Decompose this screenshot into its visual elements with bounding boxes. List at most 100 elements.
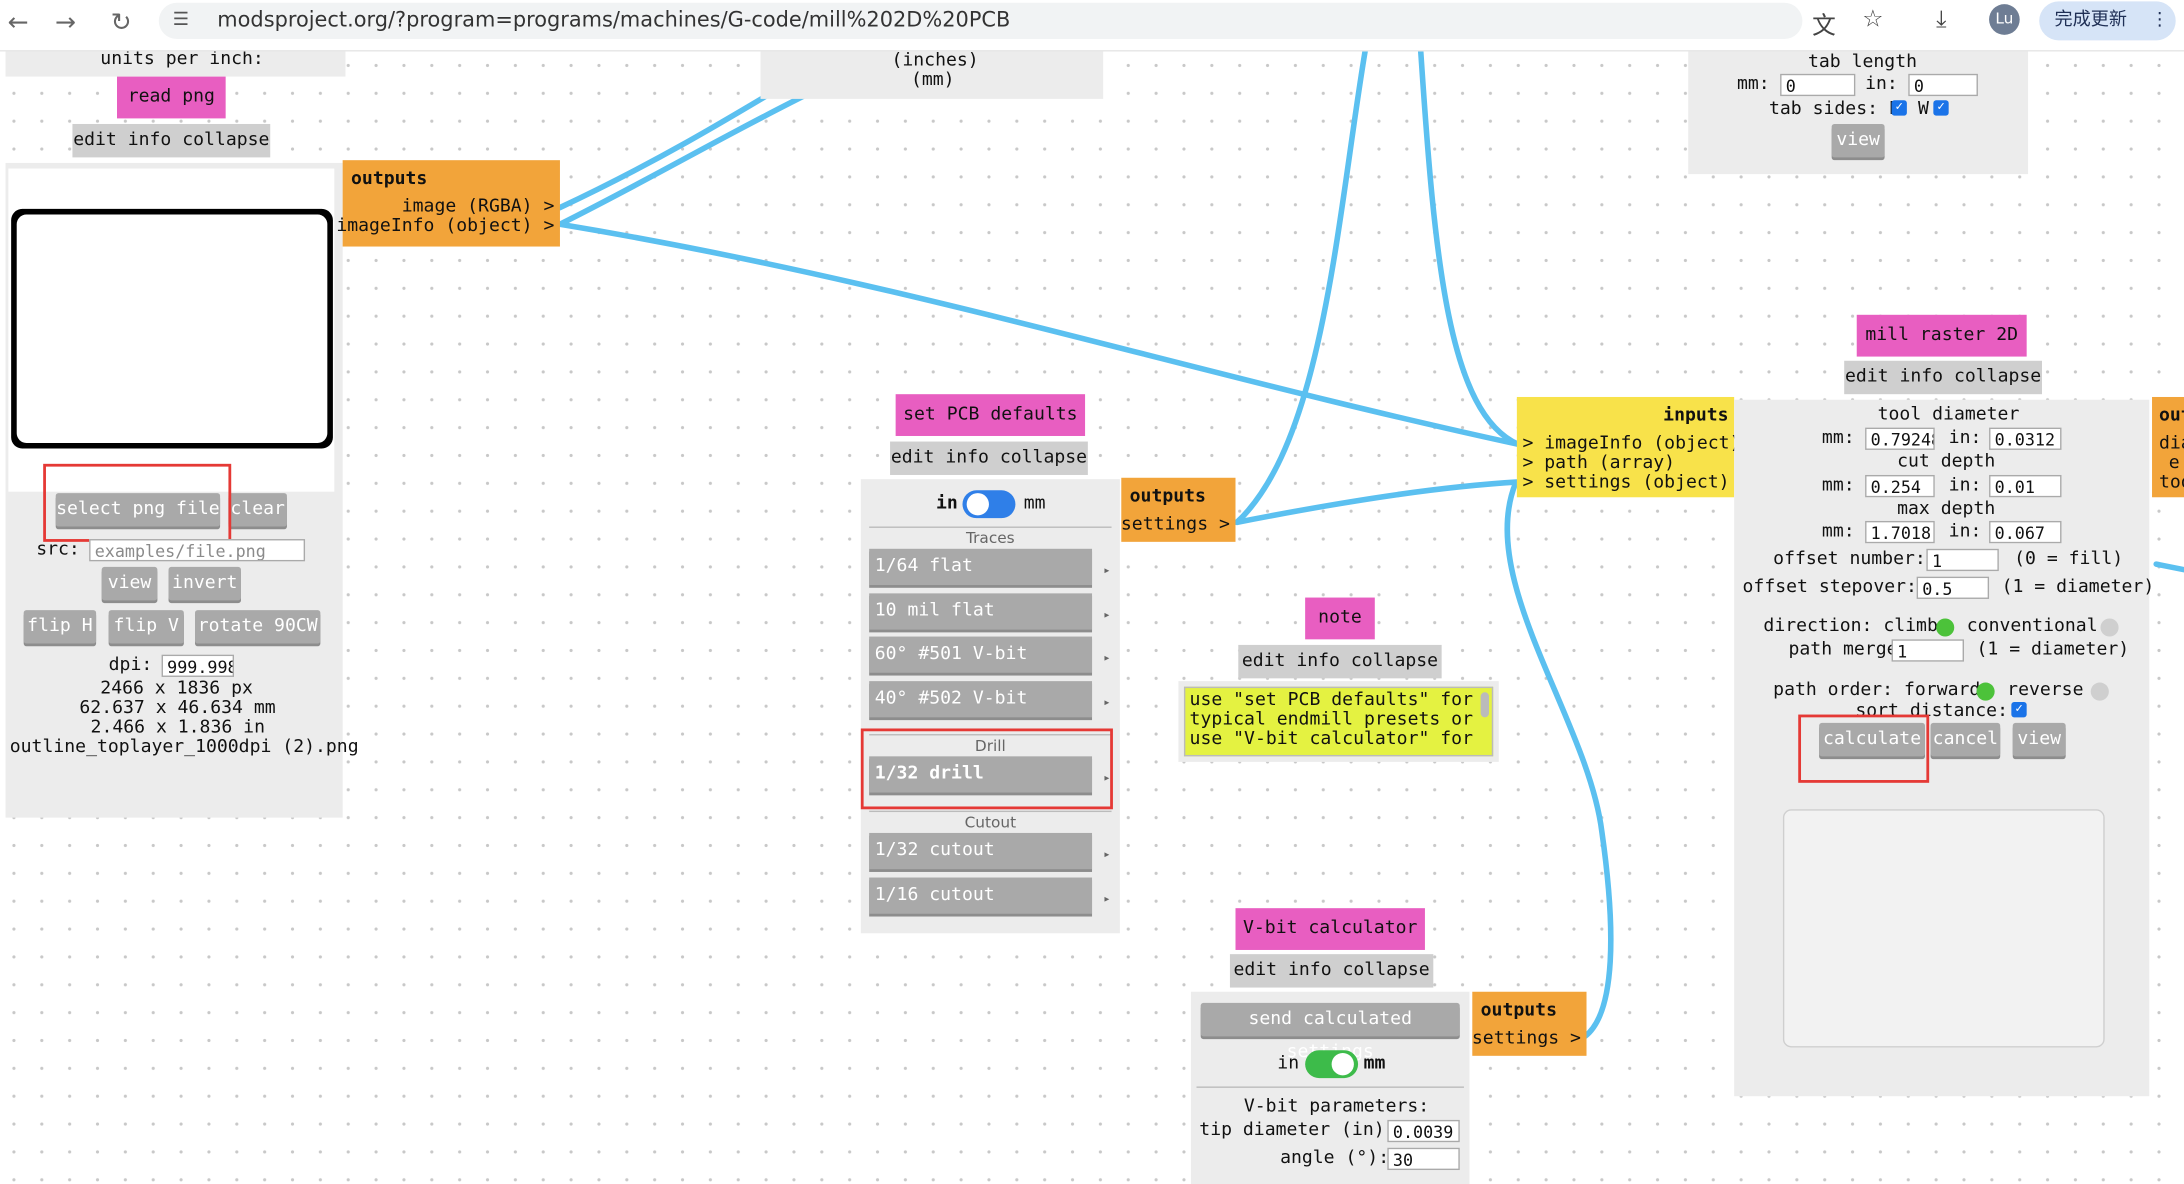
path-merge-input[interactable]: 1 [1891,639,1964,662]
mill-raster-body: tool diameter mm: 0.79248 in: 0.0312 cut… [1734,399,2154,1097]
input-imageinfo[interactable]: > imageInfo (object) [1522,433,1741,455]
direction-climb-radio[interactable] [1936,618,1955,637]
dpi-input[interactable]: 999.998 [161,654,235,677]
tab-side-w-checkbox[interactable]: ✓ [1933,100,1949,116]
select-png-file-button[interactable]: select png file [55,493,221,527]
url-text[interactable]: modsproject.org/?program=programs/machin… [217,6,1011,33]
browser-toolbar: ← → ↻ ☰ modsproject.org/?program=program… [0,0,2184,52]
in-size: 2.466 x 1.836 in [90,717,265,739]
tab-mm-input[interactable]: 0 [1780,73,1856,97]
max-depth-in-input[interactable]: 0.067 [1989,520,2062,544]
vbit-units-toggle[interactable] [1305,1050,1359,1079]
outputs-title: outputs [1129,486,1206,508]
cutout-1-16-button[interactable]: 1/16 cutout [869,877,1093,914]
note-body: use "set PCB defaults" for typical endmi… [1178,681,1499,762]
download-icon[interactable]: ⤓ [1936,5,1947,34]
pcb-toggle-mm: mm [1023,493,1046,514]
more-menu-icon[interactable]: ⋮ [2150,9,2169,31]
mill-raster-menu[interactable]: edit info collapse [1844,360,2042,395]
trace-60-vbit-button[interactable]: 60° #501 V-bit [869,636,1093,673]
set-pcb-defaults-title[interactable]: set PCB defaults [895,394,1086,436]
path-merge-label: path merge: [1788,639,1909,661]
profile-avatar[interactable]: Lu [1989,4,2020,35]
read-png-title[interactable]: read png [117,76,226,119]
pcb-defaults-outputs: outputs settings > [1120,477,1236,542]
tab-side-e-checkbox[interactable]: ✓ [1891,100,1907,116]
update-button[interactable]: 完成更新⋮ [2039,1,2176,41]
flip-v-button[interactable]: flip V [108,610,184,644]
max-depth-mm-input[interactable]: 1.7018 [1865,520,1935,544]
cancel-button[interactable]: cancel [1930,722,2001,757]
read-png-menu[interactable]: edit info collapse [72,123,271,158]
angle-input[interactable]: 30 [1387,1147,1460,1171]
cut-depth-label: cut depth [1897,451,1996,473]
src-input[interactable]: examples/file.png [89,539,306,562]
tool-diameter-mm-input[interactable]: 0.79248 [1865,427,1935,450]
tabs-view-button[interactable]: view [1831,123,1885,158]
translate-icon[interactable]: 文 [1812,12,1836,41]
trace-10-mil-flat-button[interactable]: 10 mil flat [869,593,1093,630]
offset-number-input[interactable]: 1 [1926,548,1999,572]
reload-icon[interactable]: ↻ [110,8,132,38]
conventional-label: conventional [1966,615,2098,637]
calculate-button[interactable]: calculate [1819,722,1925,757]
clear-button[interactable]: clear [228,493,287,527]
address-bar[interactable] [158,2,1803,40]
rotate-90cw-button[interactable]: rotate 90CW [195,610,321,644]
invert-button[interactable]: invert [168,566,241,601]
site-settings-icon[interactable]: ☰ [172,9,189,31]
output-settings[interactable]: settings > [1471,1027,1581,1049]
direction-conventional-radio[interactable] [2100,618,2119,637]
back-icon[interactable]: ← [7,8,29,38]
note-scrollbar[interactable] [1480,692,1490,718]
pcb-units-toggle[interactable] [962,490,1016,519]
tip-diameter-input[interactable]: 0.0039 [1387,1119,1460,1143]
offset-stepover-input[interactable]: 0.5 [1916,576,1990,599]
dpi-label: dpi: [108,654,153,676]
pcb-defaults-menu[interactable]: edit info collapse [890,441,1088,475]
send-calculated-settings-button[interactable]: send calculated settings [1200,1002,1460,1063]
output-settings[interactable]: settings > [1120,513,1230,535]
input-path[interactable]: > path (array) [1522,452,1676,474]
note-menu[interactable]: edit info collapse [1238,644,1442,679]
clip-label-2: dia [2158,433,2184,455]
mill-view-button[interactable]: view [2012,722,2066,757]
bookmark-star-icon[interactable]: ☆ [1862,5,1884,34]
note-title[interactable]: note [1305,597,1375,640]
cd-in-label: in: [1948,474,1982,496]
trace-40-vbit-button[interactable]: 40° #502 V-bit [869,681,1093,718]
cutout-1-32-button[interactable]: 1/32 cutout [869,832,1093,870]
drill-1-32-button[interactable]: 1/32 drill [869,756,1093,793]
tabs-module: tab length mm: 0 in: 0 tab sides: E ✓ W … [1688,51,2029,175]
offset-stepover-label: offset stepover: [1742,576,1917,598]
view-button[interactable]: view [101,566,158,601]
vbit-menu[interactable]: edit info collapse [1229,954,1434,988]
output-imageinfo[interactable]: imageInfo (object) > [336,215,555,237]
wire-read-to-top-1 [557,76,797,211]
caret-icon: ▸ [1103,771,1111,786]
tab-in-input[interactable]: 0 [1908,73,1978,97]
vbit-body: send calculated settings in mm V-bit par… [1190,991,1470,1184]
path-merge-hint: (1 = diameter) [1976,639,2130,661]
cut-depth-mm-input[interactable]: 0.254 [1865,474,1935,498]
sort-distance-checkbox[interactable]: ✓ [2011,702,2027,718]
outputs-title: outputs [351,168,428,190]
max-depth-label: max depth [1897,498,1996,520]
wire-vbit-to-mill [1504,480,1614,1040]
output-image-rgba[interactable]: image (RGBA) > [401,196,555,218]
vbit-toggle-mm: mm [1363,1053,1386,1074]
trace-1-64-flat-button[interactable]: 1/64 flat [869,548,1093,586]
mill-raster-2d-title[interactable]: mill raster 2D [1856,314,2027,357]
vbit-calculator-title[interactable]: V-bit calculator [1235,908,1425,950]
cut-depth-in-input[interactable]: 0.01 [1989,474,2062,498]
note-textarea[interactable]: use "set PCB defaults" for typical endmi… [1183,686,1494,757]
wire-pcb-to-top [1234,51,1368,526]
input-settings[interactable]: > settings (object) [1522,472,1730,494]
flip-h-button[interactable]: flip H [23,610,97,644]
path-order-reverse-radio[interactable] [2090,682,2109,701]
tool-diameter-in-input[interactable]: 0.0312 [1989,427,2062,450]
tool-diameter-label: tool diameter [1877,403,2020,425]
forward-icon[interactable]: → [54,8,76,38]
path-order-forward-radio[interactable] [1976,682,1995,701]
tab-length-label: tab length [1807,51,1918,73]
